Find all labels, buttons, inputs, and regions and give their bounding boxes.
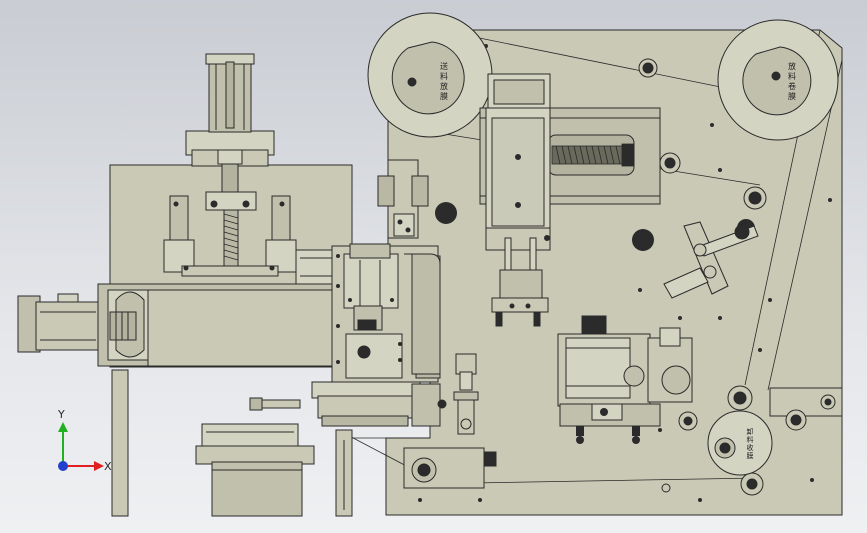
lower-right-gearmotor (557, 315, 693, 444)
top-servo-motor (205, 53, 255, 133)
rewind-reel-bottom-right: 卸料收膜 (707, 410, 773, 476)
bottom-right-reel-label: 卸料收膜 (746, 427, 754, 460)
coordinate-triad: Y X (57, 408, 112, 473)
left-servo-motor (17, 293, 99, 353)
top-right-reel-label: 放料卷膜 (788, 61, 797, 102)
inclined-arm-mechanism (663, 221, 759, 299)
latch-clamp-block (377, 159, 429, 239)
guide-roller-2 (659, 152, 681, 174)
bottom-right-conveyor (403, 447, 497, 489)
horizontal-linear-actuator (97, 283, 349, 367)
vertical-slide-cylinder (479, 73, 661, 327)
x-axis-label: X (104, 460, 112, 473)
bottom-center-support-legs (335, 429, 353, 517)
work-table (311, 381, 447, 427)
feed-reel-top-left: 送料放膜 (367, 12, 493, 138)
unwind-reel-top-right: 放料卷膜 (717, 19, 839, 141)
nozzle-tips (495, 303, 541, 327)
guide-roller-3 (743, 186, 767, 210)
guide-roller-5 (678, 411, 698, 431)
y-axis-label: Y (57, 408, 65, 421)
lead-screw-threads (551, 143, 635, 167)
bottom-left-rotary-table (195, 423, 315, 517)
guide-roller-7 (661, 483, 671, 493)
guide-roller-4 (727, 385, 753, 411)
guide-roller-6 (740, 472, 764, 496)
z-axis-origin (58, 461, 68, 471)
center-lower-tool (453, 353, 479, 435)
left-linear-guides (163, 195, 297, 277)
plate-holes (400, 41, 832, 502)
horizontal-coupling (109, 311, 137, 341)
top-left-reel-label: 送料放膜 (440, 61, 449, 102)
center-window-cutout (404, 253, 441, 375)
guide-roller-1 (638, 58, 658, 78)
tension-roller-right (769, 387, 843, 431)
